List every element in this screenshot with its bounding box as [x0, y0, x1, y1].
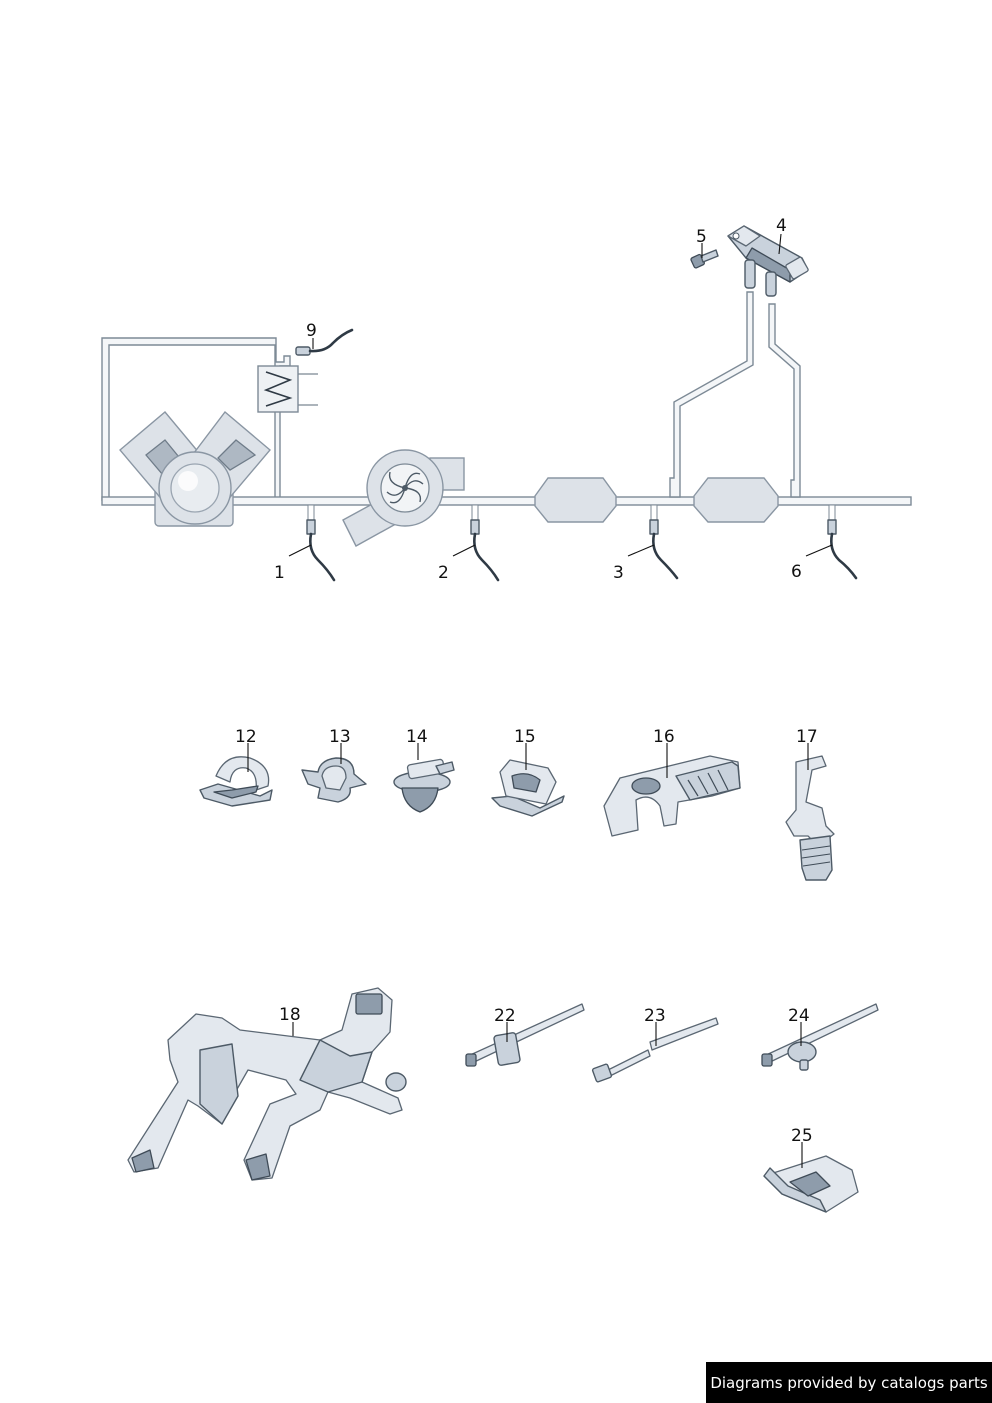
clip-12[interactable] [199, 756, 273, 807]
callout-23: 23 [644, 1006, 666, 1026]
callout-3: 3 [613, 563, 624, 583]
clip-25[interactable] [763, 1155, 859, 1213]
cable-tie-23[interactable] [591, 1017, 719, 1083]
exhaust-temp-sensor-3[interactable] [649, 519, 679, 580]
callout-18: 18 [279, 1005, 301, 1025]
callout-9: 9 [306, 321, 317, 341]
pressure-line-rear [768, 303, 801, 498]
credit-footer: Diagrams provided by catalogs parts [706, 1362, 992, 1403]
callout-17: 17 [796, 727, 818, 747]
exhaust-temp-sensor-6[interactable] [827, 519, 858, 580]
exhaust-schematic [101, 291, 912, 547]
clip-13[interactable] [301, 757, 367, 803]
egr-cooler [257, 365, 318, 413]
callout-2: 2 [438, 563, 449, 583]
pressure-line-front [669, 291, 754, 498]
engine [119, 410, 271, 527]
exhaust-temp-sensor-1[interactable] [306, 519, 336, 582]
callout-15: 15 [514, 727, 536, 747]
callout-24: 24 [788, 1006, 810, 1026]
particulate-filter [693, 477, 779, 523]
callout-14: 14 [406, 727, 428, 747]
callout-labels: 1 2 3 6 4 5 9 12 13 14 15 16 17 18 22 23… [235, 216, 818, 1146]
callout-12: 12 [235, 727, 257, 747]
callout-25: 25 [791, 1126, 813, 1146]
cable-tie-22[interactable] [465, 1003, 585, 1067]
pressure-sensor-4[interactable] [727, 225, 809, 297]
clip-16[interactable] [603, 755, 741, 837]
callout-16: 16 [653, 727, 675, 747]
callout-1: 1 [274, 563, 285, 583]
bolt-5[interactable] [690, 249, 719, 269]
catalytic-converter [534, 477, 617, 523]
egr-temp-sensor-9[interactable] [295, 328, 354, 356]
clip-17[interactable] [785, 755, 835, 881]
cable-tie-24[interactable] [761, 1003, 879, 1071]
clip-14[interactable] [393, 758, 455, 813]
callout-22: 22 [494, 1006, 516, 1026]
callout-13: 13 [329, 727, 351, 747]
callout-5: 5 [696, 227, 707, 247]
clip-15[interactable] [491, 759, 565, 817]
credit-text: Diagrams provided by catalogs parts [710, 1373, 988, 1392]
leader-lines [247, 233, 833, 1168]
callout-4: 4 [776, 216, 787, 236]
bracket-18[interactable] [127, 987, 407, 1181]
exhaust-temp-sensor-2[interactable] [470, 519, 500, 582]
callout-6: 6 [791, 562, 802, 582]
turbocharger [342, 449, 465, 547]
main-exhaust-pipe [101, 496, 912, 506]
